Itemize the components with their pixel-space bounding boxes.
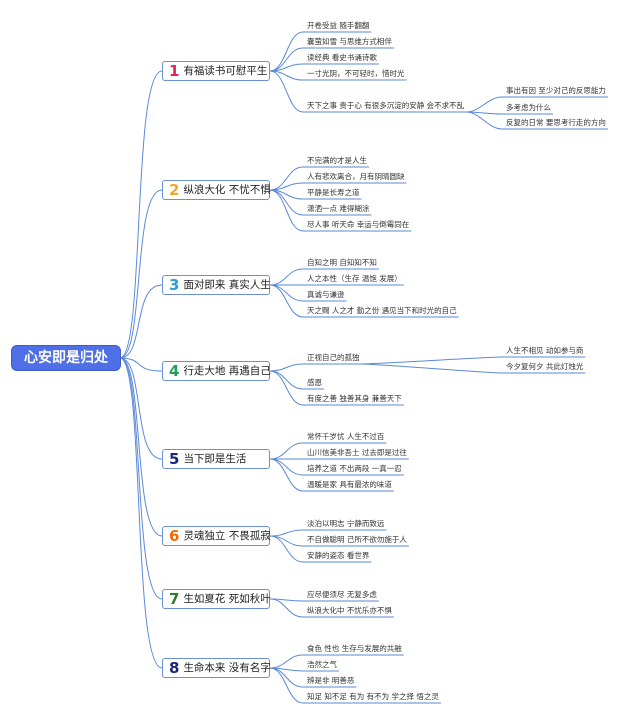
root-link-7 (119, 357, 163, 600)
leaf-item[interactable]: 自知之明 自知知不知 (307, 258, 377, 267)
leaf-link-6-3 (269, 535, 304, 563)
branch-label: 生如夏花 死如秋叶 (183, 593, 271, 605)
branch-label: 生命本来 没有名字 (183, 662, 271, 674)
sub-leaf-item[interactable]: 人生不相见 动如参与商 (506, 346, 584, 355)
branch-label: 纵浪大化 不忧不惧 (183, 184, 271, 196)
leaf-item[interactable]: 尽人事 听天命 幸运与倒霉同在 (307, 220, 410, 229)
leaf-link-4-2 (269, 370, 304, 390)
leaf-item[interactable]: 天之赐 人之才 勤之份 遇见当下和时光的自己 (307, 306, 457, 315)
leaf-item[interactable]: 浩然之气 (307, 660, 337, 669)
sub-leaf-item[interactable]: 反复的日常 要思考行走的方向 (506, 118, 606, 127)
root-link-2 (119, 189, 163, 359)
branch-number: 3 (169, 276, 180, 294)
root-link-1 (119, 70, 163, 359)
branch-label: 有福读书可慰平生 (183, 65, 268, 77)
leaf-link-5-1 (269, 442, 304, 460)
branch-number: 4 (169, 362, 180, 380)
leaf-item[interactable]: 知足 知不足 有为 有不为 学之择 悟之灵 (307, 692, 439, 701)
leaf-item[interactable]: 天下之事 贵于心 有很多沉淀的安静 会不求不乱 (307, 101, 465, 110)
leaf-item[interactable]: 安静的姿态 看世界 (307, 551, 370, 560)
leaf-item[interactable]: 平静是长寿之道 (307, 188, 360, 197)
root-link-6 (119, 357, 163, 537)
leaf-item[interactable]: 辨是非 明善恶 (307, 676, 355, 685)
leaf-link-3-1 (269, 268, 304, 286)
branch-number: 5 (169, 450, 180, 468)
root-link-3 (119, 284, 163, 359)
leaf-item[interactable]: 囊萤如雪 与思维方式相伴 (307, 37, 392, 46)
leaf-link-8-1 (269, 654, 304, 669)
leaf-item[interactable]: 不完满的才是人生 (307, 156, 367, 165)
leaf-item[interactable]: 人有悲欢离合，月有阴晴圆缺 (307, 172, 405, 181)
leaf-link-2-5 (269, 189, 304, 232)
root-link-5 (119, 357, 163, 460)
leaf-item[interactable]: 不自做聪明 己所不欲勿施于人 (307, 535, 407, 544)
leaf-link-5-4 (269, 458, 304, 492)
leaf-link-7-2 (269, 598, 304, 618)
leaf-item[interactable]: 一寸光阴，不可轻时，惜时光 (307, 69, 405, 78)
leaf-item[interactable]: 感恩 (307, 378, 322, 387)
child-link-4-1-1 (361, 356, 503, 365)
branch-number: 2 (169, 181, 180, 199)
branch-number: 8 (169, 659, 180, 677)
child-link-1-5-1 (466, 96, 503, 113)
leaf-link-6-1 (269, 529, 304, 537)
leaf-item[interactable]: 人之本性（生存 温饱 发展） (307, 274, 402, 283)
leaf-item[interactable]: 开卷受益 随手翻翻 (307, 21, 370, 30)
leaf-link-4-1 (269, 363, 304, 372)
sub-leaf-item[interactable]: 今夕复何夕 共此灯烛光 (506, 362, 584, 371)
branch-number: 6 (169, 527, 180, 545)
leaf-item[interactable]: 山川信美非吾土 过去即是过往 (307, 448, 407, 457)
root-link-8 (119, 357, 163, 669)
leaf-link-5-3 (269, 458, 304, 476)
leaf-item[interactable]: 正视自己的孤独 (307, 353, 360, 362)
branch-label: 行走大地 再遇自己 (183, 365, 271, 377)
leaf-item[interactable]: 有度之善 独善其身 兼善天下 (307, 394, 402, 403)
leaf-link-1-5 (269, 70, 304, 113)
child-link-1-5-3 (466, 111, 503, 130)
leaf-item[interactable]: 潇洒一点 难得糊涂 (307, 204, 370, 213)
leaf-link-3-3 (269, 284, 304, 302)
leaf-item[interactable]: 食色 性也 生存与发展的共融 (307, 644, 402, 653)
leaf-item[interactable]: 纵浪大化中 不忧乐亦不惧 (307, 606, 392, 615)
branch-label: 当下即是生活 (183, 453, 247, 465)
root-topic[interactable]: 心安即是归处 (12, 346, 120, 370)
sub-leaf-item[interactable]: 事出有因 至少对己的反思能力 (506, 86, 606, 95)
leaf-item[interactable]: 淡泊以明志 宁静而致远 (307, 519, 385, 528)
leaf-item[interactable]: 真诚与谦逊 (307, 290, 345, 299)
child-link-4-1-2 (361, 363, 503, 374)
branch-label: 面对即来 真实人生 (183, 279, 271, 291)
leaf-item[interactable]: 常怀千岁忧 人生不过百 (307, 432, 385, 441)
sub-leaf-item[interactable]: 多考虑为什么 (506, 103, 551, 112)
leaf-item[interactable]: 培养之道 不出两段 一真一忍 (307, 464, 402, 473)
leaf-item[interactable]: 温暖是家 具有最浓的味道 (307, 480, 392, 489)
leaf-link-8-4 (269, 667, 304, 704)
root-link-4 (119, 357, 163, 372)
branch-label: 灵魂独立 不畏孤寂 (183, 530, 271, 542)
leaf-link-1-1 (269, 31, 304, 72)
branch-number: 1 (169, 62, 180, 80)
branch-number: 7 (169, 590, 180, 608)
leaf-item[interactable]: 读经典 看史书诵诗歌 (307, 53, 377, 62)
leaf-link-3-4 (269, 284, 304, 318)
leaf-item[interactable]: 应尽便须尽 无复多虑 (307, 590, 377, 599)
leaf-link-4-3 (269, 370, 304, 406)
